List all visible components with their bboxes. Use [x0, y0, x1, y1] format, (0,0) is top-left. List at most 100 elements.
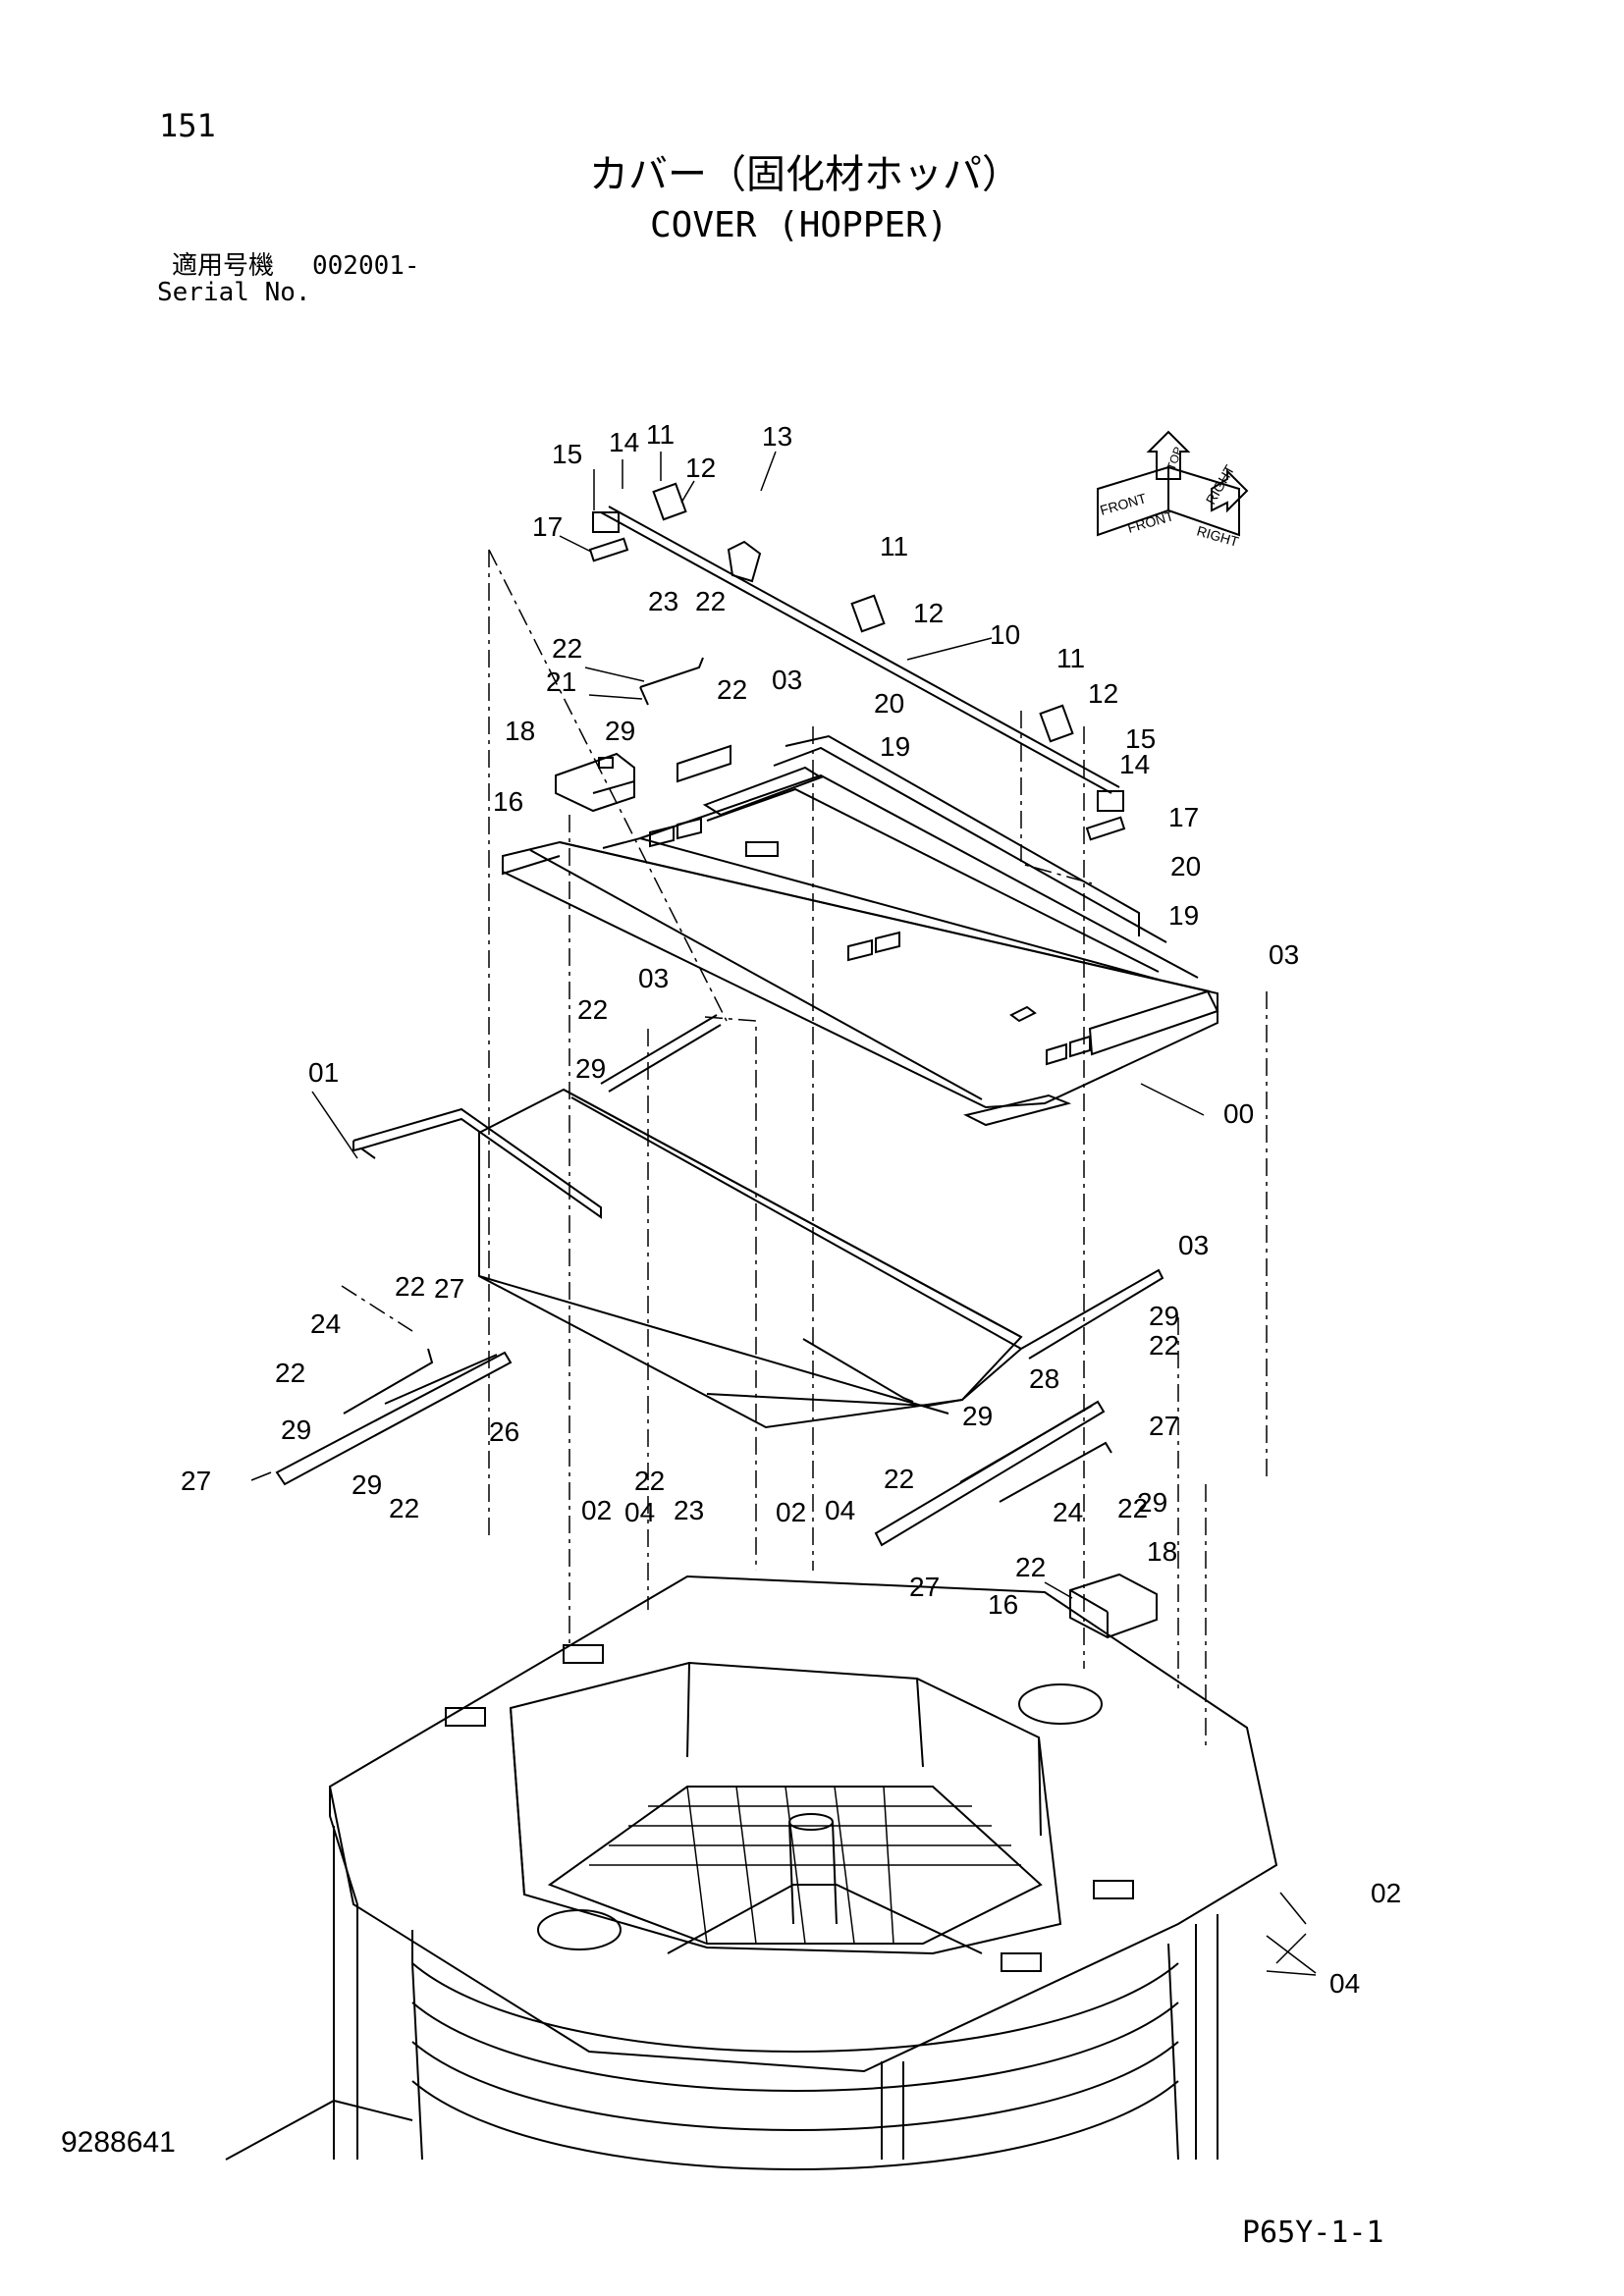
inspection-cover-right	[1018, 1683, 1103, 1725]
bracket-16-upper	[555, 752, 635, 813]
pad-b	[445, 1707, 486, 1727]
rubber-pad	[745, 841, 779, 857]
callout-label: 27	[181, 1466, 211, 1496]
callout-label: 02	[1371, 1878, 1401, 1908]
latch-slot-22	[677, 744, 731, 783]
callout-label: 23	[648, 586, 678, 616]
hinge-plate-11b	[850, 594, 886, 633]
callout-label: 29	[962, 1401, 993, 1431]
cover-frame-outline	[502, 840, 1218, 1109]
callout-label: 27	[434, 1273, 464, 1304]
callout-label: 15	[552, 439, 582, 469]
handle-bottom	[963, 1094, 1072, 1127]
hinge-center-bracket	[727, 540, 762, 583]
callout-label: 22	[552, 633, 582, 664]
rail-28-right	[874, 1400, 1112, 1547]
callout-label: 15	[1125, 723, 1156, 754]
callout-label: 11	[646, 419, 675, 450]
callout-label: 22	[1149, 1330, 1179, 1361]
page-number: 151	[159, 107, 216, 144]
indicator-label-right: RIGHT	[1203, 461, 1238, 507]
callout-label: 22	[1117, 1493, 1148, 1523]
callout-label: 29	[1137, 1487, 1167, 1518]
serial-value: 002001-	[312, 251, 420, 281]
callout-label: 16	[988, 1589, 1018, 1620]
callout-label: 02	[776, 1497, 806, 1527]
hopper-top-plate	[328, 1575, 1278, 2073]
callout-label: 14	[609, 427, 639, 457]
callout-label: 02	[581, 1495, 612, 1525]
callout-label: 22	[717, 674, 747, 705]
title-japanese: カバー（固化材ホッパ）	[589, 152, 1021, 197]
indicator-label-front: FRONT	[1098, 490, 1148, 518]
shim-17a	[588, 537, 629, 562]
callout-label: 23	[674, 1495, 704, 1525]
hinge-bracket-right	[1097, 790, 1124, 812]
callout-label: 14	[1119, 749, 1150, 779]
callout-label: 03	[772, 665, 802, 695]
lower-cover-01	[352, 1014, 1164, 1429]
dashed-leaders	[341, 549, 1268, 1747]
callout-label: 04	[825, 1495, 855, 1525]
callout-label: 22	[395, 1271, 425, 1302]
pad-c	[1093, 1880, 1134, 1899]
callout-label: 20	[1170, 851, 1201, 881]
hopper-base	[225, 1575, 1278, 2170]
callout-label: 29	[1149, 1301, 1179, 1331]
callout-label: 16	[493, 786, 523, 817]
indicator-top-arrow	[1146, 430, 1191, 480]
callout-label: 17	[532, 511, 563, 542]
callout-label: 22	[275, 1358, 305, 1388]
pad-d	[1001, 1952, 1042, 1972]
pad-a	[563, 1644, 604, 1664]
callout-label: 12	[1088, 678, 1118, 709]
title-english: COVER (HOPPER)	[650, 205, 948, 245]
callout-labels: 15 14 11 12 13 17 11 12 23 22 10 22 21 2…	[181, 419, 1401, 1999]
callout-label: 04	[624, 1497, 655, 1527]
callout-label: 17	[1168, 802, 1199, 832]
callout-label: 03	[1178, 1230, 1209, 1260]
callout-label: 19	[880, 731, 910, 762]
callout-label: 12	[685, 453, 716, 483]
callout-label: 26	[489, 1416, 519, 1447]
callout-label: 24	[310, 1308, 341, 1339]
callout-label: 27	[1149, 1411, 1179, 1441]
callout-label: 18	[505, 716, 535, 746]
hinge-plate-11a	[652, 482, 687, 521]
center-post-top	[788, 1813, 834, 1831]
lower-cover-panel	[478, 1088, 1023, 1429]
callout-label: 29	[575, 1053, 606, 1084]
hinge-rod	[588, 482, 1126, 841]
serial-label-english: Serial No.	[157, 278, 311, 307]
rail-26-left	[275, 1348, 513, 1486]
latch-rod-21	[639, 657, 704, 706]
callout-label: 29	[605, 716, 635, 746]
callout-label: 24	[1053, 1497, 1083, 1527]
callout-label: 12	[913, 598, 944, 628]
callout-label: 03	[1269, 939, 1299, 970]
indicator-right-arrow	[1211, 468, 1249, 513]
callout-leaders	[250, 451, 1317, 1976]
bracket-16-lower	[1069, 1573, 1158, 1639]
callout-label: 22	[1015, 1552, 1046, 1582]
callout-label: 28	[1029, 1363, 1059, 1394]
callout-label: 22	[695, 586, 726, 616]
callout-label: 21	[546, 667, 576, 697]
indicator-label-top: TOP	[1164, 445, 1186, 472]
callout-label: 00	[1223, 1098, 1254, 1129]
callout-label: 22	[884, 1464, 914, 1494]
callout-label: 10	[990, 619, 1020, 650]
callout-label: 03	[638, 963, 669, 993]
page-code: P65Y-1-1	[1242, 2216, 1384, 2250]
callout-label: 22	[634, 1466, 665, 1496]
callout-label: 19	[1168, 900, 1199, 931]
inspection-cover-left	[537, 1909, 622, 1950]
callout-label: 11	[1056, 643, 1085, 673]
callout-label: 27	[909, 1572, 940, 1602]
direction-indicator: FRONT TOP RIGHT FRONT RIGHT	[1097, 430, 1249, 550]
callout-label: 20	[874, 688, 904, 719]
hinge-plate-11c	[1039, 704, 1074, 743]
callout-label: 18	[1147, 1536, 1177, 1567]
